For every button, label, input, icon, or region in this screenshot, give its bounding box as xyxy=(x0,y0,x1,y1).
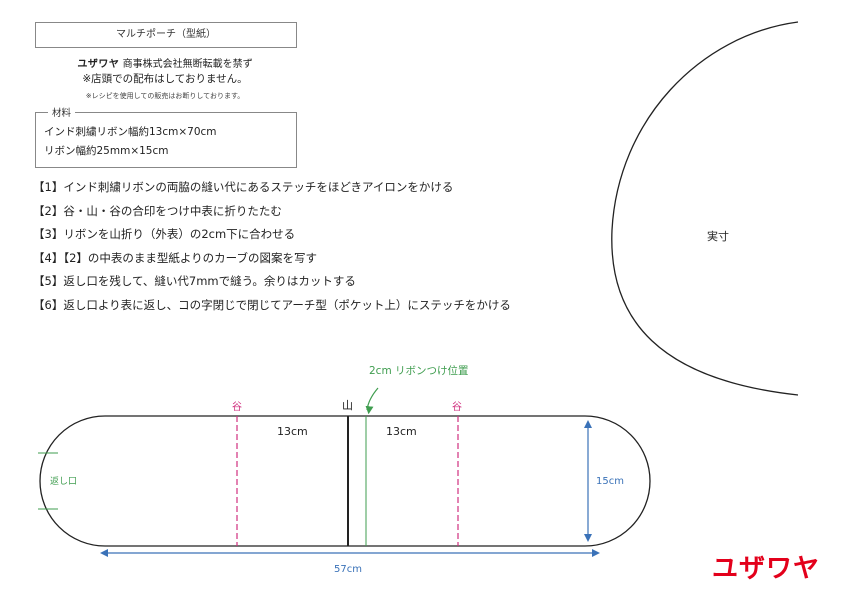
width-label: 57cm xyxy=(334,564,362,575)
mountain-label: 山 xyxy=(342,399,353,412)
pouch-outline xyxy=(39,415,651,547)
section-right-label: 13cm xyxy=(386,425,417,438)
ribbon-pointer-arrow xyxy=(365,387,379,415)
step-4: 【4】【2】の中表のまま型紙よりのカーブの図案を写す xyxy=(33,250,317,265)
copyright-text: 商事株式会社無断転載を禁ず xyxy=(122,59,253,70)
instruction-steps: 【1】インド刺繍リボンの両脇の縫い代にあるステッチをほどきアイロンをかける 【2… xyxy=(33,180,511,321)
brand-inline: ユザワヤ xyxy=(77,59,120,70)
store-notice: ※店頭での配布はしておりません。 xyxy=(82,73,248,85)
step-6: 【6】返し口より表に返し、コの字閉じで閉じてアーチ型（ポケット上）にステッチをか… xyxy=(33,297,511,312)
materials-label: 材料 xyxy=(48,105,76,119)
pattern-title: マルチポーチ（型紙） xyxy=(35,22,297,48)
copyright-notice: ユザワヤ 商事株式会社無断転載を禁ず xyxy=(35,55,295,70)
material-line-2: リボン幅約25mm×15cm xyxy=(44,145,169,157)
return-opening-label: 返し口 xyxy=(50,477,78,487)
step-3: 【3】リボンを山折り（外表）の2cm下に合わせる xyxy=(33,227,296,241)
height-label: 15cm xyxy=(596,476,624,487)
ribbon-position-label: 2cm リボンつけ位置 xyxy=(369,365,469,377)
actual-size-label: 実寸 xyxy=(707,230,729,243)
sale-notice: ※レシピを使用しての販売はお断りしております。 xyxy=(85,92,245,100)
section-left-label: 13cm xyxy=(277,425,308,438)
brand-logo: ユザワヤ xyxy=(711,554,820,584)
step-5: 【5】返し口を残して、縫い代7mmで縫う。余りはカットする xyxy=(33,274,356,288)
material-line-1: インド刺繍リボン幅約13cm×70cm xyxy=(44,126,217,138)
valley-label-left: 谷 xyxy=(232,402,242,413)
materials-box xyxy=(35,112,297,168)
actual-size-curve xyxy=(611,21,799,396)
valley-label-right: 谷 xyxy=(452,402,462,413)
step-2: 【2】谷・山・谷の合印をつけ中表に折りたたむ xyxy=(33,203,282,218)
step-1: 【1】インド刺繍リボンの両脇の縫い代にあるステッチをほどきアイロンをかける xyxy=(33,180,454,194)
